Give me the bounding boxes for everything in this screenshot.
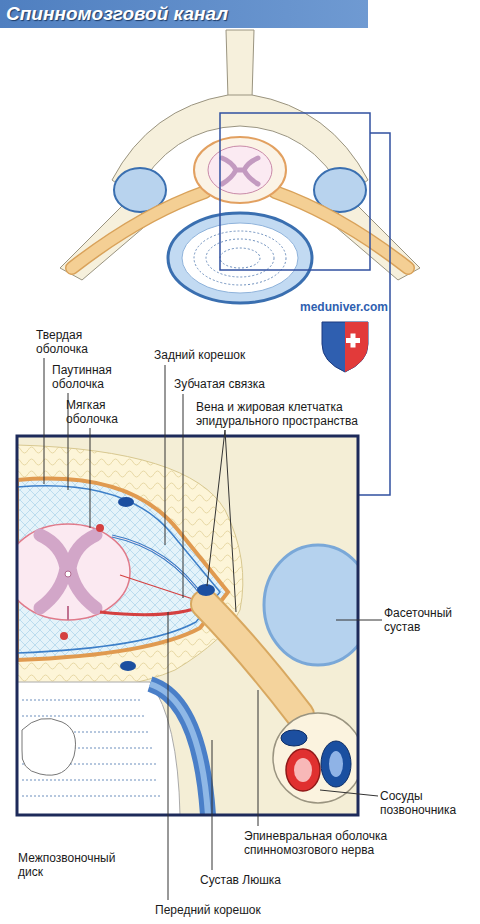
inset-detail [17, 436, 358, 815]
inset-detail [22, 700, 160, 796]
diagram-title: Спинномозговой канал [6, 3, 228, 25]
leader-lines [183, 394, 184, 598]
leader-lines [258, 690, 259, 826]
vertebra-overview [60, 30, 420, 495]
vertebra-overview [358, 133, 390, 495]
inset-detail [294, 758, 312, 782]
inset-frame [17, 436, 358, 815]
inset-detail [281, 730, 307, 746]
inset-detail [100, 605, 205, 615]
inset-detail [65, 571, 71, 577]
leader-lines [212, 740, 213, 870]
inset-detail [17, 524, 130, 620]
inset-detail [273, 713, 358, 803]
part-label: Вена и жировая клетчатка эпидурального п… [196, 400, 396, 428]
inset-detail [40, 535, 96, 608]
part-label: Фасеточный сустав [384, 606, 474, 634]
inset-detail [329, 751, 343, 777]
vertebra-overview [220, 248, 260, 268]
vertebra-overview [222, 158, 258, 184]
inset-detail [112, 536, 205, 600]
part-label: Межпозвоночный диск [18, 851, 128, 879]
leader-lines [320, 790, 378, 796]
watermark: meduniver.com [300, 300, 420, 314]
vertebra-overview [194, 231, 286, 285]
inset-detail [150, 684, 208, 815]
inset-detail [286, 749, 320, 791]
part-label: Эпиневральная оболочка спинномозгового н… [244, 829, 444, 857]
vertebra-overview [182, 223, 298, 293]
part-label: Задний корешок [154, 348, 264, 362]
leader-lines [336, 620, 382, 621]
title-banner: Спинномозговой канал [0, 0, 368, 28]
vertebra-overview [226, 30, 254, 98]
leader-lines [44, 358, 382, 900]
part-label: Паутинная оболочка [52, 363, 124, 391]
vertebra-overview [206, 239, 274, 277]
logo-shield [322, 322, 368, 372]
leader-lines [90, 428, 91, 528]
vertebra-overview [168, 213, 312, 303]
leader-lines [44, 358, 45, 484]
inset-detail [197, 584, 215, 596]
inset-detail [321, 741, 351, 787]
part-label: Сосуды позвоночника [380, 789, 475, 817]
inset-detail [112, 536, 205, 600]
part-label: Сустав Люшка [200, 873, 320, 887]
part-label: Твердая оболочка [36, 328, 98, 356]
inset-detail [150, 684, 208, 815]
logo-shield [322, 322, 368, 372]
inset-detail [120, 661, 136, 671]
inset-detail [60, 632, 68, 640]
logo-shield [345, 322, 368, 372]
leader-lines [168, 612, 169, 900]
logo-shield [351, 334, 356, 348]
inset-detail [264, 545, 358, 665]
inset-detail [17, 682, 180, 815]
leader-lines [165, 365, 166, 545]
vertebra-overview [220, 113, 370, 270]
leader-lines [225, 430, 236, 612]
vertebra-overview [208, 146, 272, 194]
inset-detail [67, 606, 69, 620]
part-label: Зубчатая связка [174, 377, 284, 391]
inset-detail [96, 524, 104, 532]
leader-lines [207, 430, 225, 586]
inset-detail [22, 718, 76, 775]
part-label: Мягкая оболочка [66, 398, 138, 426]
part-label: Передний корешок [155, 903, 295, 917]
inset-detail [118, 497, 134, 507]
vertebra-overview [194, 137, 286, 203]
